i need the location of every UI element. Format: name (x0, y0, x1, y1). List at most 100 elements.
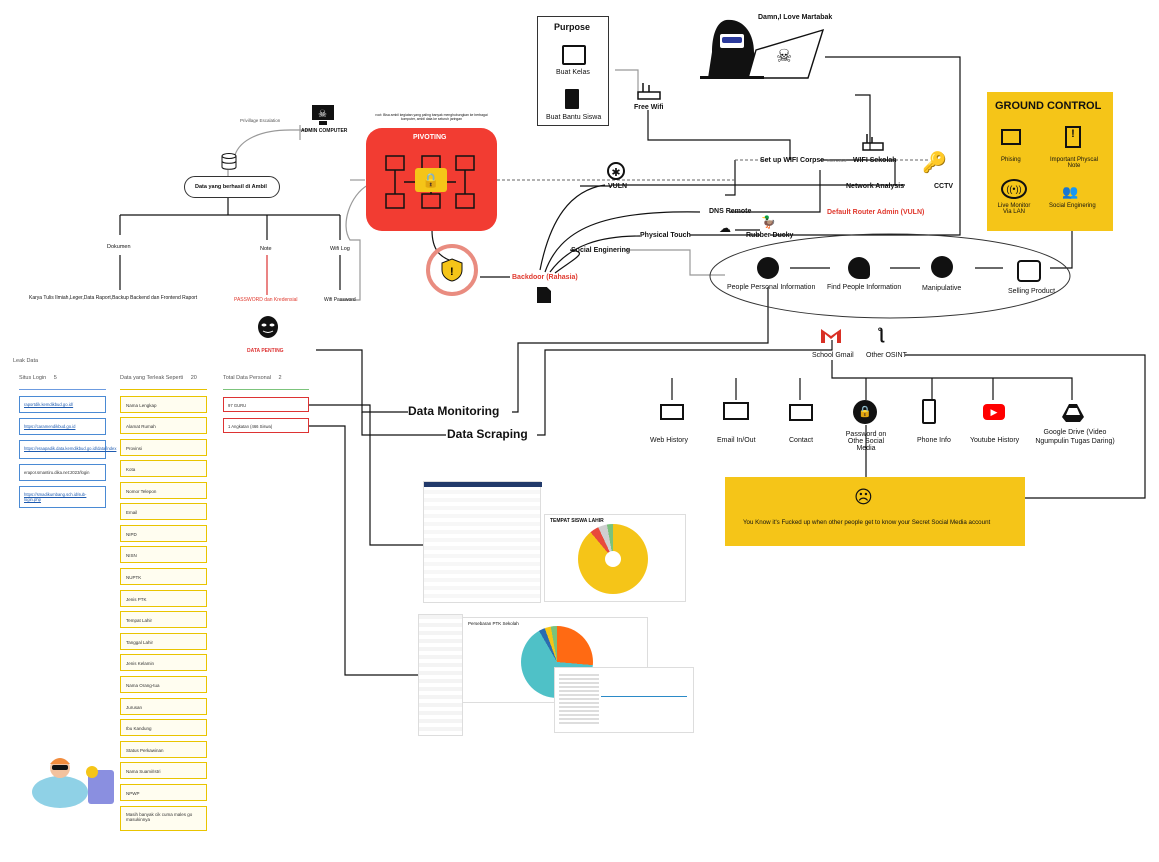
selling-product-icon (1017, 260, 1041, 282)
spreadsheet-thumbnail-1 (423, 481, 542, 603)
padlock-icon: 🔒 (415, 168, 447, 192)
anonymous-mask-icon (257, 315, 279, 339)
rubber-ducky-label: Rubber Ducky (746, 232, 794, 239)
spreadsheet-thumbnail-2 (418, 614, 463, 736)
data-item: Email (120, 503, 207, 520)
manipulative-icon (931, 256, 953, 278)
service-contact: Contact (789, 437, 814, 444)
hacker-illustration (30, 750, 120, 810)
service-phone-info: Phone Info (917, 437, 951, 444)
situs-item[interactable]: https://caramendikbud.go.id (19, 418, 106, 435)
data-berhasil-label: Data yang berhasil di Ambil (195, 184, 267, 190)
data-item: Tempat Lahir (120, 611, 207, 628)
person-icon (757, 257, 779, 279)
data-item: NISN (120, 546, 207, 563)
data-item: Jenis Kelamin (120, 654, 207, 671)
pivoting-title: PIVOTING (413, 134, 447, 141)
backdoor-highlight-ring (426, 244, 478, 296)
database-icon (220, 153, 238, 171)
data-terleak-rule (120, 389, 207, 390)
situs-login-header: Situs Login 5 (19, 375, 57, 381)
total-item: 1 Angkatan (466 Siswa) (223, 418, 309, 433)
lock-circle-icon: 🔒 (853, 400, 877, 424)
chart-title-ptk: Persebaran PTK Sekolah (468, 621, 519, 626)
total-data-label: Total Data Personal (223, 375, 271, 381)
find-people-info: Find People Information (827, 284, 902, 291)
data-item: NPWP (120, 784, 207, 801)
social-media-warning: You Know it's Fucked up when other peopl… (743, 519, 991, 526)
bar-chart-thumbnail (554, 667, 694, 733)
gc-phising: Phising (1001, 157, 1021, 163)
admin-computer-label: ADMIN COMPUTER (301, 128, 348, 134)
people-ellipse (709, 233, 1071, 319)
network-analysis-label: Network Analysis (846, 183, 905, 190)
data-item: Masih banyak cik cuma males go masukinny… (120, 806, 207, 831)
duck-icon: 🦆 (761, 215, 776, 229)
service-google-drive: Google Drive (Video Ngumpulin Tugas Dari… (1035, 429, 1115, 445)
total-data-count: 2 (278, 375, 282, 381)
purpose-panel: Purpose Buat Kelas Buat Bantu Siswa (537, 16, 609, 126)
important-note-icon: ! (1065, 126, 1081, 148)
router-icon (637, 82, 661, 100)
pie-chart-graphic (578, 524, 648, 594)
situs-login-count: 5 (53, 375, 57, 381)
service-web-history: Web History (650, 437, 688, 444)
youtube-icon: ▶ (983, 404, 1005, 420)
purpose-item-buat-kelas: Buat Kelas (556, 69, 590, 76)
situs-item[interactable]: erapor.smantiru.dika.net:2023/login (19, 464, 106, 481)
cctv-label: CCTV (934, 183, 954, 190)
gc-social-eng: Social Enginering (1049, 203, 1096, 209)
hacker-caption: Damn,I Love Martabak (758, 14, 833, 21)
purpose-item-buat-bantu-siswa: Buat Bantu Siswa (546, 114, 602, 121)
shrug-face-icon: ƪ (878, 326, 884, 343)
connected-label: Connected (827, 158, 847, 163)
data-item: Kota (120, 460, 207, 477)
pivoting-panel: PIVOTING 🔒 (366, 128, 497, 231)
classroom-icon (562, 45, 586, 65)
svg-text:☠: ☠ (318, 109, 327, 120)
total-item: 97 GURU (223, 397, 309, 412)
service-youtube: Youtube History (970, 437, 1020, 444)
leaf-dokumen: Karya Tulis Ilmiah,Leger,Data Raport,Bac… (29, 295, 198, 301)
key-icon: 🔑 (922, 152, 947, 174)
gmail-icon (820, 328, 842, 344)
selling-product-label: Selling Product (1008, 288, 1056, 295)
social-engineering-label: Social Enginering (571, 247, 631, 254)
data-monitoring-label: Data Monitoring (408, 404, 500, 418)
data-item: Ibu Kandung (120, 719, 207, 736)
contact-card-icon (789, 404, 813, 421)
service-email: Email In/Out (717, 437, 756, 444)
book-icon (565, 89, 579, 109)
phone-icon (922, 399, 936, 424)
data-scraping-label: Data Scraping (447, 427, 528, 441)
data-item: Tanggal Lahir (120, 633, 207, 650)
other-osint-label: Other OSINT (866, 352, 907, 359)
google-drive-icon (1061, 403, 1085, 423)
phishing-icon (1001, 129, 1021, 145)
data-item: Nama Lengkap (120, 396, 207, 413)
data-item: Nama Orang-tua (120, 676, 207, 693)
situs-login-rule (19, 389, 106, 390)
situs-item[interactable]: https://eraapadik.data.kemdikbud.go.id/d… (19, 440, 116, 459)
purpose-title: Purpose (554, 22, 591, 32)
troll-face-icon: ☹ (854, 487, 873, 507)
svg-text:☠: ☠ (776, 46, 792, 66)
data-terleak-header: Data yang Terleak Seperti 20 (120, 375, 197, 381)
total-data-rule (223, 389, 309, 390)
gc-important-note: Important Physcal Note (1049, 157, 1099, 169)
data-item: Nama Suami/Istri (120, 762, 207, 779)
wifi-router-icon (862, 133, 884, 151)
file-gear-icon (537, 287, 551, 303)
situs-login-label: Situs Login (19, 375, 47, 381)
bug-icon: ✱ (607, 162, 625, 180)
service-password: Password on Othe Social Media (845, 431, 887, 452)
head-gear-icon (848, 257, 870, 279)
data-item: Status Perkawinan (120, 741, 207, 758)
situs-item[interactable]: raportdik.kemdikbud.go.id/ (19, 396, 106, 413)
leaf-wifi: Wifi Password (324, 297, 356, 303)
shield-warning-icon: ! (440, 258, 464, 282)
situs-item[interactable]: https://smadikumbang.sch.id/sub-login.ph… (19, 486, 106, 508)
data-berhasil-node: Data yang berhasil di Ambil (184, 176, 280, 198)
school-gmail-label: School Gmail (812, 352, 854, 359)
data-item: Nomor Telepon (120, 482, 207, 499)
